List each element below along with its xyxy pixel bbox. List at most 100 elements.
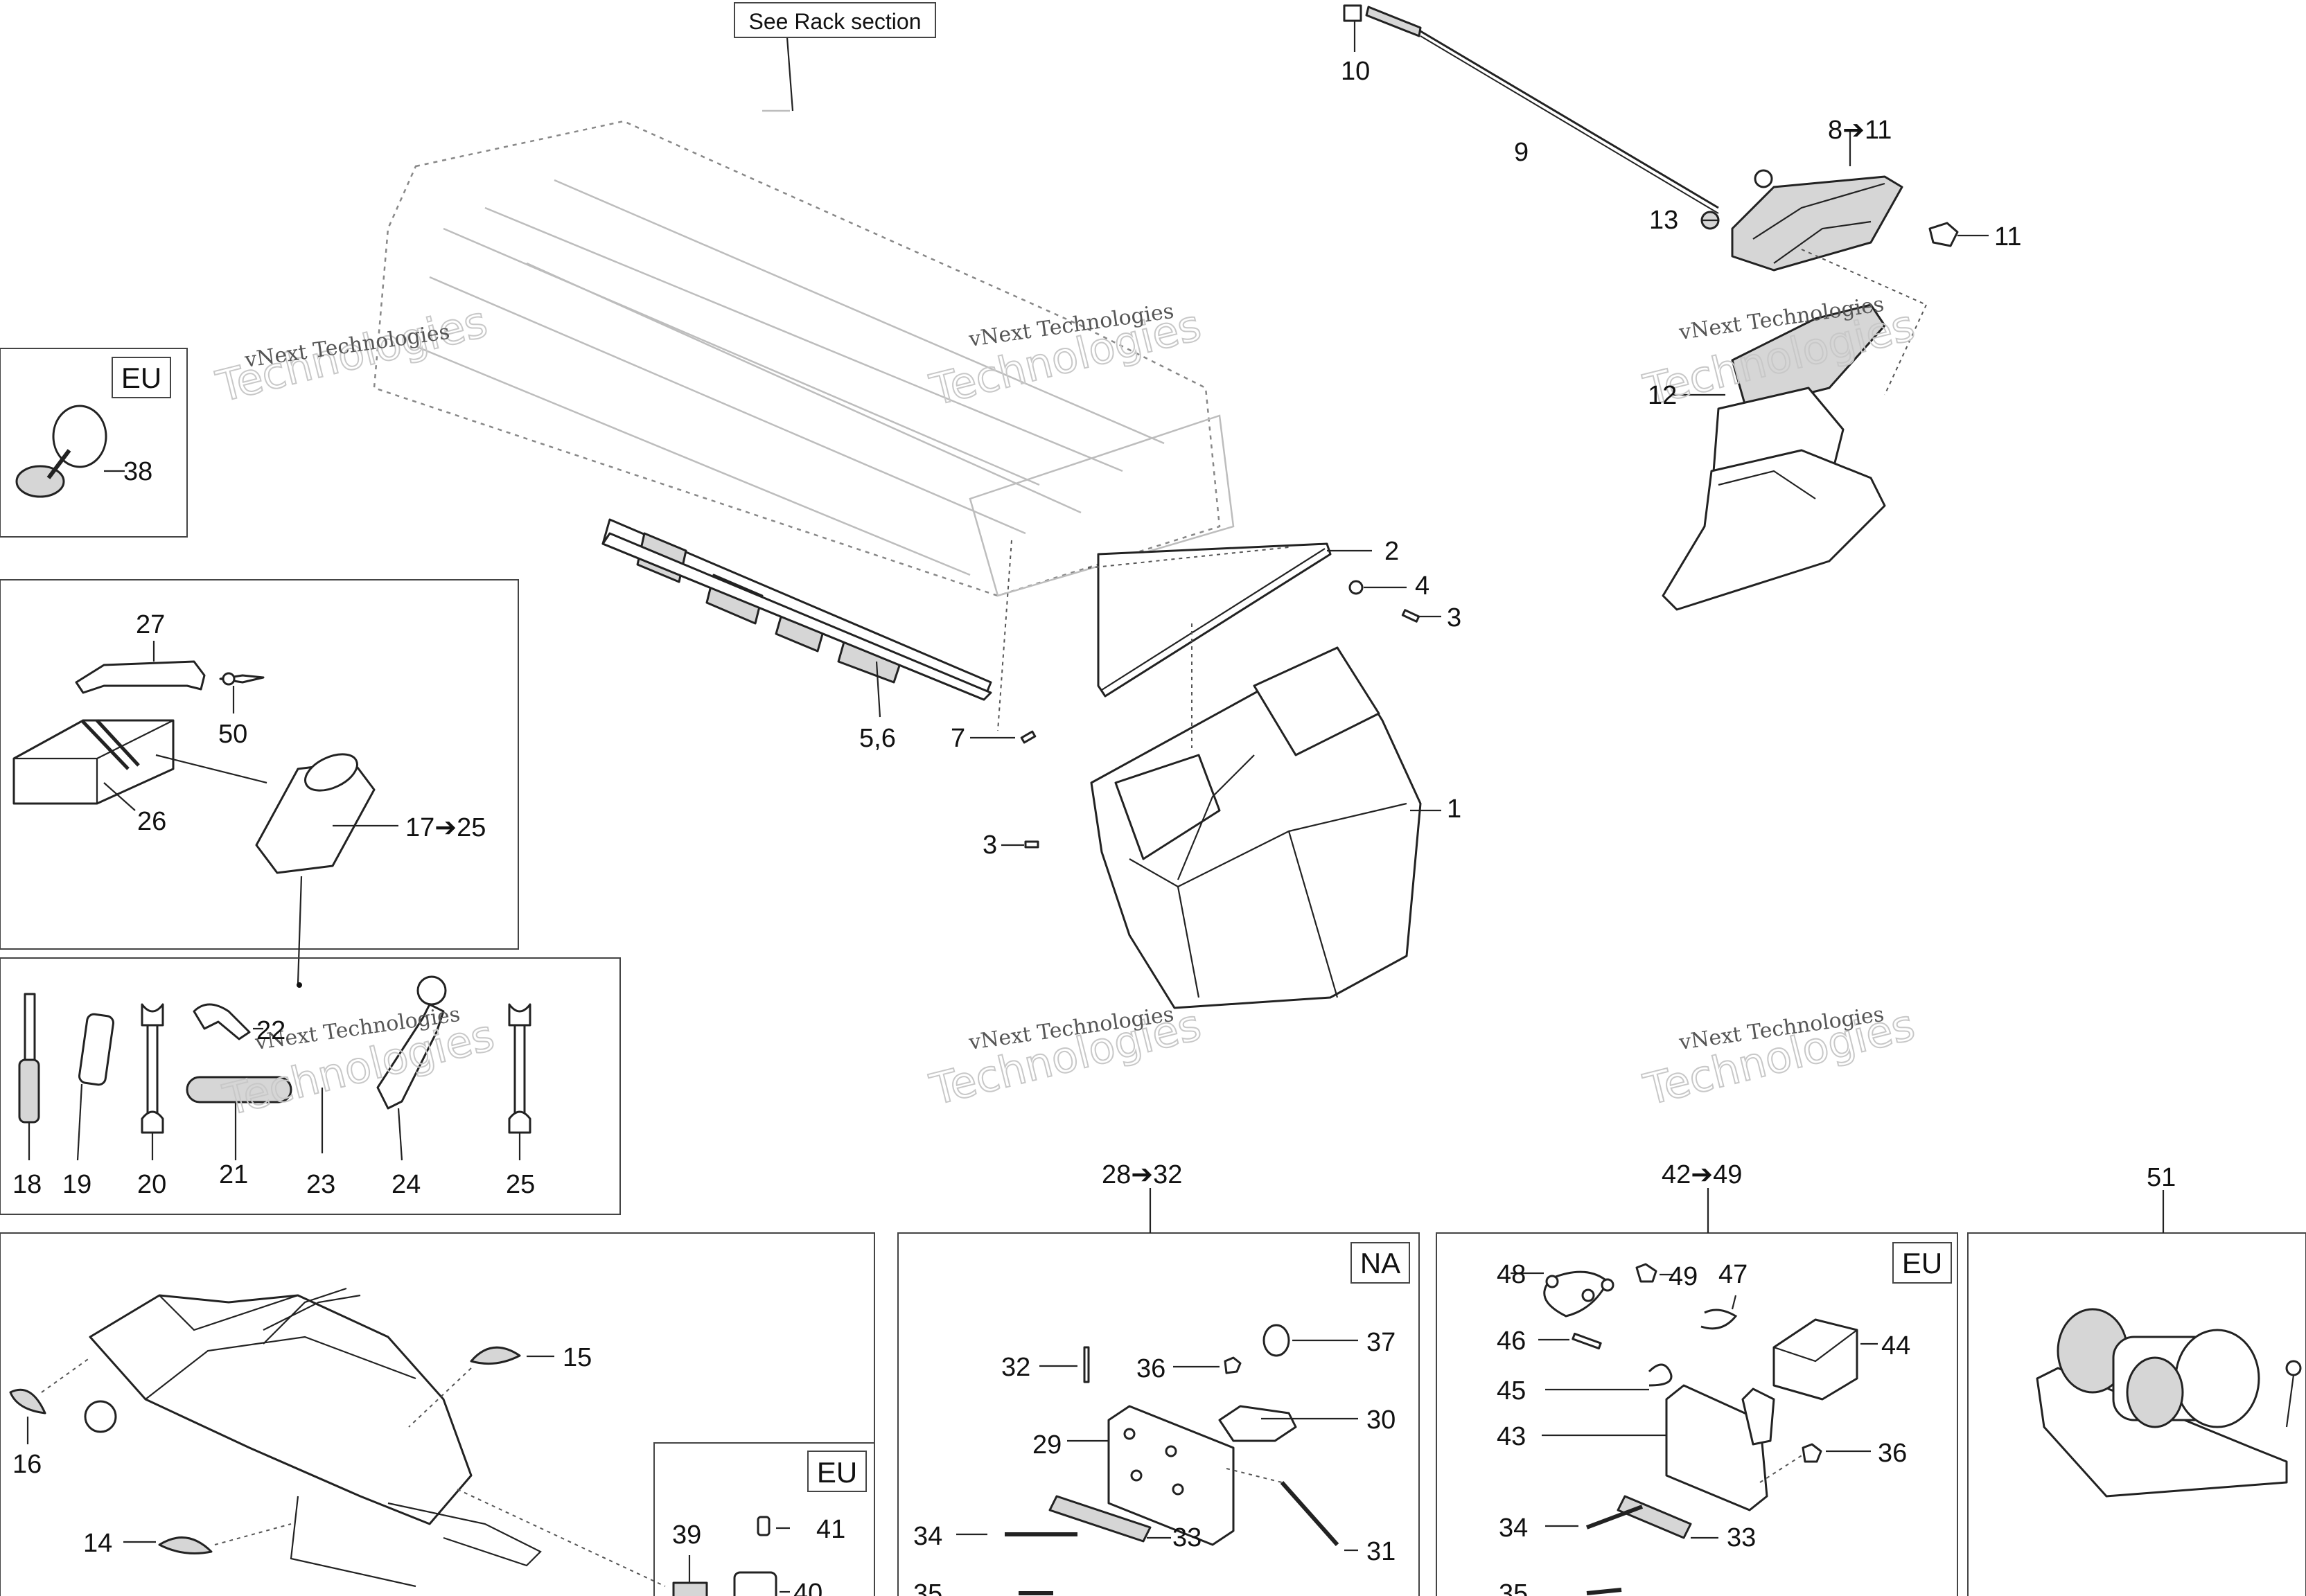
callout-20: 20 <box>137 1170 166 1199</box>
part-12-bracket <box>1662 303 1886 611</box>
callout-33b: 33 <box>1727 1523 1756 1552</box>
hardware-small <box>1020 580 1420 849</box>
callout-4: 4 <box>1415 571 1429 601</box>
part-19-socket <box>76 1013 114 1161</box>
callout-10: 10 <box>1341 57 1370 86</box>
callout-47: 47 <box>1718 1260 1748 1289</box>
part-17-25-tube <box>255 753 398 874</box>
watermarks: Technologies vNext Technologies Technolo… <box>211 292 1920 1126</box>
rack-note: See Rack section <box>748 9 921 34</box>
callout-8-11: 8➔11 <box>1828 116 1892 145</box>
callout-36b: 36 <box>1878 1439 1907 1468</box>
part-2-strip <box>1097 542 1332 698</box>
callout-14: 14 <box>83 1529 112 1558</box>
callout-13: 13 <box>1649 206 1678 235</box>
sticker-16 <box>9 1388 46 1444</box>
callout-15: 15 <box>563 1343 592 1372</box>
callout-28-32: 28➔32 <box>1102 1160 1182 1189</box>
callout-32: 32 <box>1001 1353 1030 1382</box>
callout-11: 11 <box>1994 222 2021 251</box>
callout-22: 22 <box>256 1016 285 1045</box>
snowmobile-box <box>0 1232 875 1596</box>
winch-box <box>1967 1232 2306 1596</box>
callout-45: 45 <box>1497 1376 1526 1406</box>
callout-37: 37 <box>1366 1328 1396 1357</box>
callout-1: 1 <box>1447 795 1461 824</box>
callout-51: 51 <box>2147 1163 2176 1192</box>
eu-kit-tag-box <box>1892 1242 1952 1284</box>
part-9-10-cable <box>1343 4 1719 214</box>
part-5-6-side-panel <box>601 518 992 701</box>
callout-2: 2 <box>1384 537 1399 566</box>
part-25-wrench <box>508 1003 531 1160</box>
na-kit-parts <box>956 1324 1358 1595</box>
part-26-bag <box>12 719 175 811</box>
part-50-rivet <box>219 672 265 713</box>
eu-kit-tag: EU <box>1902 1247 1942 1279</box>
callout-39: 39 <box>672 1520 701 1550</box>
na-kit-box <box>897 1232 1420 1596</box>
callout-43: 43 <box>1497 1422 1526 1451</box>
eu-kit-box <box>1436 1232 1958 1596</box>
callout-3a: 3 <box>1447 603 1461 632</box>
callout-38: 38 <box>123 457 152 486</box>
eu-mirror-box <box>0 348 188 538</box>
part-22-clip <box>193 1003 263 1040</box>
eu-small-tag: EU <box>817 1456 857 1489</box>
rack-note-leader <box>786 37 794 112</box>
na-kit-tag-box <box>1350 1242 1410 1284</box>
toolkit-box <box>0 579 519 950</box>
callout-25: 25 <box>506 1170 535 1199</box>
callout-29: 29 <box>1032 1430 1062 1460</box>
callout-34b: 34 <box>1499 1514 1528 1543</box>
callout-35b: 35 <box>1499 1579 1528 1596</box>
callout-50: 50 <box>218 720 247 749</box>
callout-30: 30 <box>1366 1406 1396 1435</box>
callout-12: 12 <box>1648 381 1677 410</box>
callout-49: 49 <box>1669 1262 1698 1291</box>
callout-48: 48 <box>1497 1260 1526 1289</box>
callout-46: 46 <box>1497 1327 1526 1356</box>
callout-44: 44 <box>1881 1331 1910 1360</box>
callouts: 1 2 3 3 4 5,6 7 8➔11 9 10 11 12 13 14 15… <box>12 57 2176 1596</box>
callout-19: 19 <box>62 1170 91 1199</box>
na-kit-tag: NA <box>1360 1247 1400 1279</box>
dash-rack-panel <box>997 540 1012 732</box>
part-21-strap <box>186 1076 292 1160</box>
callout-42-49: 42➔49 <box>1662 1160 1742 1189</box>
part-20-wrench <box>141 1003 164 1160</box>
callout-35a: 35 <box>913 1579 942 1596</box>
callout-21: 21 <box>219 1160 248 1189</box>
dash-lamp-bracket-2 <box>1884 304 1927 396</box>
part-24-spanner <box>376 975 447 1161</box>
callout-36a: 36 <box>1136 1354 1165 1383</box>
part-27-bracket <box>75 641 206 694</box>
callout-17-25: 17➔25 <box>405 813 486 842</box>
eu-mirror-tag: EU <box>121 362 161 394</box>
callout-16: 16 <box>12 1450 42 1479</box>
callout-33a: 33 <box>1172 1523 1202 1552</box>
snowmobile <box>84 1287 542 1588</box>
part-39-41 <box>672 1516 790 1596</box>
callout-40: 40 <box>793 1579 822 1596</box>
callout-34a: 34 <box>913 1522 942 1551</box>
callout-9: 9 <box>1514 138 1529 167</box>
part-8-headlamp <box>1700 169 1959 272</box>
callout-31: 31 <box>1366 1537 1396 1566</box>
rack-ghost <box>373 37 1235 597</box>
part-38-mirror <box>15 405 125 498</box>
sticker-15 <box>470 1346 554 1365</box>
callout-24: 24 <box>391 1170 421 1199</box>
part-51-winch <box>2036 1308 2302 1498</box>
dash-rack-strip <box>1087 547 1290 569</box>
callout-26: 26 <box>137 807 166 836</box>
eu-small-tag-box <box>807 1451 867 1492</box>
tools-box <box>0 957 621 1215</box>
eu-kit-parts <box>1511 1263 1878 1595</box>
callout-41: 41 <box>816 1515 845 1544</box>
eu-mirror-tag-box <box>112 357 171 398</box>
callout-27: 27 <box>136 610 165 639</box>
part-1-deflector <box>1090 646 1422 1009</box>
callout-18: 18 <box>12 1170 42 1199</box>
